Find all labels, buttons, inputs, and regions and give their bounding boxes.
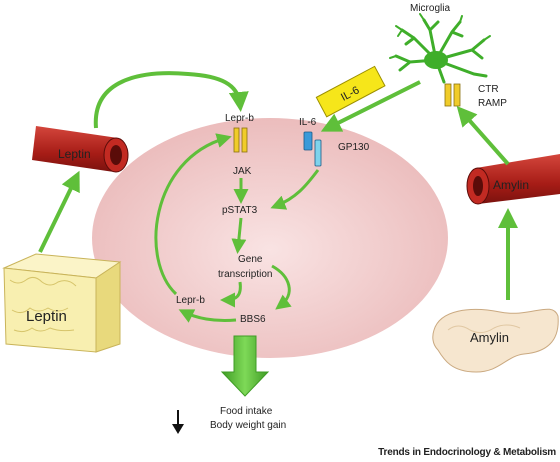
arrow-lepr-b-recycling (154, 133, 232, 296)
pstat3-label: pSTAT3 (222, 205, 258, 216)
leptin-adipose-label: Leptin (26, 308, 67, 325)
arrow-gp130-to-pstat3 (270, 169, 320, 210)
arrow-gene-to-lepr-b (220, 281, 242, 308)
lepr-b-bottom-label: Lepr-b (176, 295, 205, 306)
body-weight-gain-label: Body weight gain (210, 420, 286, 431)
arrow-gene-to-bbs6 (271, 264, 292, 310)
ramp-label: RAMP (478, 98, 507, 109)
ctr-label: CTR (478, 84, 499, 95)
lepr-b-top-label: Lepr-b (225, 113, 254, 124)
bbs6-label: BBS6 (240, 314, 266, 325)
arrow-vessel-to-ctr (456, 106, 510, 166)
adipose-tissue: Leptin (2, 253, 122, 353)
il6-receptor-label: IL-6 (299, 117, 317, 128)
arrow-adipose-to-vessel (38, 170, 80, 253)
arrow-pstat3-to-gene (231, 217, 247, 254)
arrow-bbs6-to-lepr-b (178, 309, 237, 323)
il6-receptor-complex (303, 131, 322, 167)
leptin-blood-vessel: Leptin (32, 126, 129, 173)
ctr-ramp-receptor (444, 83, 461, 107)
output-arrow (220, 335, 270, 397)
cell-ellipse (92, 118, 448, 358)
jak-label: JAK (233, 166, 252, 177)
arrow-vessel-to-lepr-b (93, 71, 249, 129)
il6-cytokine: IL-6 (315, 65, 386, 118)
pancreas: Amylin (432, 308, 559, 373)
arrow-microglia-to-il6r (320, 80, 421, 132)
amylin-blood-vessel: Amylin (466, 154, 560, 205)
microglia-label: Microglia (410, 3, 450, 14)
leptin-vessel-label: Leptin (58, 147, 91, 161)
microglia-cell (389, 13, 491, 84)
decrease-arrow-icon (172, 410, 184, 434)
food-intake-label: Food intake (220, 406, 273, 417)
gene-label: Gene (238, 254, 263, 265)
lepr-b-receptor (233, 127, 248, 153)
journal-credit: Trends in Endocrinology & Metabolism (378, 447, 556, 458)
transcription-label: transcription (218, 269, 272, 280)
amylin-pancreas-label: Amylin (470, 330, 509, 345)
gp130-label: GP130 (338, 142, 370, 153)
amylin-vessel-label: Amylin (493, 178, 529, 192)
